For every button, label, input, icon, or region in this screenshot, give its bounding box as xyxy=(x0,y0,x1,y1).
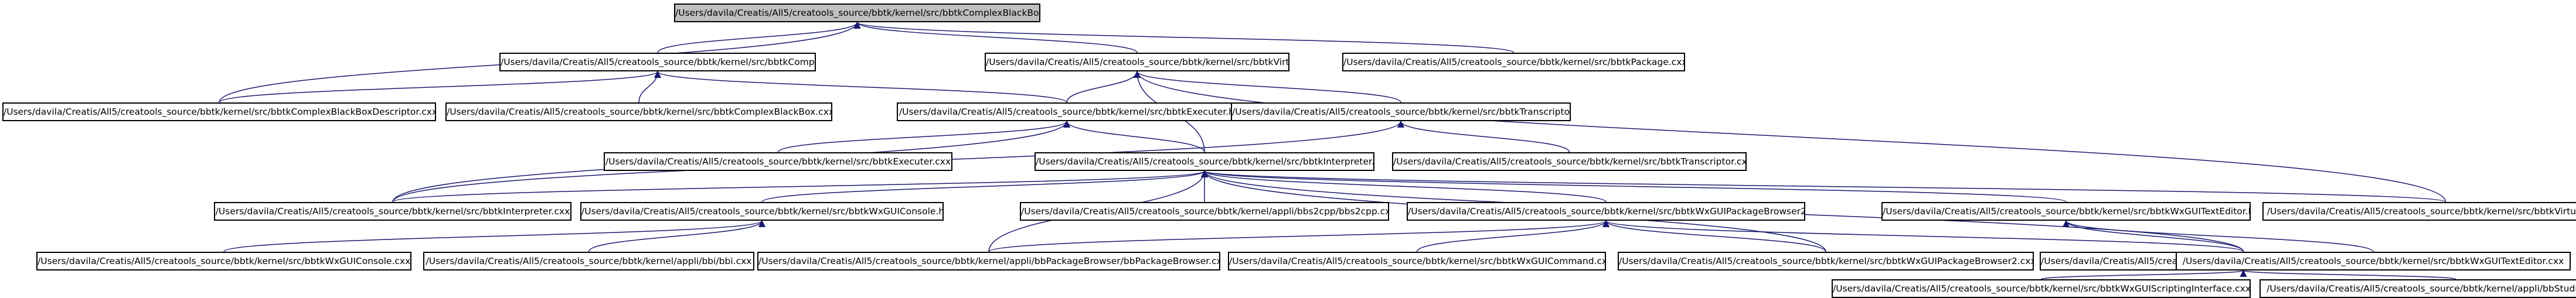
node-bbtkcomplexblackbox-cxx[interactable]: /Users/davila/Creatis/All5/creatools_sou… xyxy=(445,102,832,121)
node-bbtkcomplexblackbox-h[interactable]: /Users/davila/Creatis/All5/creatools_sou… xyxy=(499,53,816,71)
node-bbtkwxguiconsole-h[interactable]: /Users/davila/Creatis/All5/creatools_sou… xyxy=(580,202,944,221)
edge-n_interp_h-to-n_interp_cxx xyxy=(392,170,1208,203)
node-bbtkcomplexblackboxdescriptor-cxx[interactable]: /Users/davila/Creatis/All5/creatools_sou… xyxy=(2,102,436,121)
node-bbtkvirtualexec-cxx[interactable]: /Users/davila/Creatis/All5/creatools_sou… xyxy=(2262,202,2576,221)
node-bbi-cxx[interactable]: /Users/davila/Creatis/All5/creatools_sou… xyxy=(423,252,754,270)
edge-n_vexec_h-to-n_vexec_cxx xyxy=(1134,70,2446,203)
edge-n_pb2_h-to-n_cmd_cxx xyxy=(1416,220,1609,252)
edge-n_console_h-to-n_console_cxx xyxy=(223,220,765,252)
node-bbtkpackage-cxx[interactable]: /Users/davila/Creatis/All5/creatools_sou… xyxy=(1342,53,1685,71)
node-bbtkwxguitexteditor-cxx[interactable]: /Users/davila/Creatis/All5/creatools_sou… xyxy=(2176,252,2571,270)
edge-n_console_h-to-n_bbi xyxy=(588,220,765,252)
edge-n_vexec_h-to-n_trans_h xyxy=(1134,70,1401,103)
edge-n_vexec_h-to-n_exec_h xyxy=(1066,70,1141,103)
edge-n_cbbd_h-to-n_vexec_h xyxy=(853,21,1138,53)
edge-n_pb2_h-to-n_pb2_cxx xyxy=(1602,220,1826,252)
node-bbtkvirtualexec-h[interactable]: /Users/davila/Creatis/All5/creatools_sou… xyxy=(985,53,1289,71)
edge-n_exec_h-to-n_exec_cxx xyxy=(777,120,1070,153)
edge-n_exec_h-to-n_interp_h xyxy=(1063,120,1205,153)
edge-n_interp_h-to-n_pb2_h xyxy=(1201,170,1607,203)
edge-n_cbbd_h-to-n_pkg_cxx xyxy=(853,21,1515,53)
node-bbtkwxguicommand-cxx[interactable]: /Users/davila/Creatis/All5/creatools_sou… xyxy=(1228,252,1606,270)
node-bbtkinterpreter-cxx[interactable]: /Users/davila/Creatis/All5/creatools_sou… xyxy=(214,202,571,221)
edge-n_interp_h-to-n_vexec_cxx xyxy=(1201,170,2446,203)
edge-n_interp_h-to-n_te_h xyxy=(1201,170,2067,203)
node-bbtktranscriptor-h[interactable]: /Users/davila/Creatis/All5/creatools_sou… xyxy=(1231,102,1571,121)
node-bbtkwxguipackagebrowser2-h[interactable]: /Users/davila/Creatis/All5/creatools_sou… xyxy=(1407,202,1805,221)
edge-n_si_h-to-n_bbstudio xyxy=(2240,269,2456,280)
node-bbtkwxguiscriptinginterface-cxx[interactable]: /Users/davila/Creatis/All5/creatools_sou… xyxy=(1832,279,2251,298)
edge-n_pb2_h-to-n_si_h xyxy=(1602,220,2244,252)
node-bbtkexecuter-h[interactable]: /Users/davila/Creatis/All5/creatools_sou… xyxy=(897,102,1237,121)
edge-n_interp_h-to-n_console_h xyxy=(761,170,1208,203)
node-bbtkwxguiconsole-cxx[interactable]: /Users/davila/Creatis/All5/creatools_sou… xyxy=(36,252,411,270)
node-bbpackagebrowser-cxx[interactable]: /Users/davila/Creatis/All5/creatools_sou… xyxy=(757,252,1220,270)
edge-n_cbb_h-to-n_cbbd_cxx xyxy=(219,70,661,103)
node-bbtktranscriptor-cxx[interactable]: /Users/davila/Creatis/All5/creatools_sou… xyxy=(1392,152,1747,171)
node-bbtkexecuter-cxx[interactable]: /Users/davila/Creatis/All5/creatools_sou… xyxy=(604,152,952,171)
edge-n_cbb_h-to-n_exec_h xyxy=(654,70,1067,103)
node-bbtkcomplexblackboxdescriptor-h[interactable]: /Users/davila/Creatis/All5/creatools_sou… xyxy=(674,4,1040,22)
node-bbtkwxguipackagebrowser2-cxx[interactable]: /Users/davila/Creatis/All5/creatools_sou… xyxy=(1618,252,2034,270)
edge-n_pb2_h-to-n_bbpb xyxy=(988,220,1609,252)
edge-n_trans_h-to-n_trans_cxx xyxy=(1397,120,1570,153)
edge-n_te_h-to-n_te_cxx xyxy=(2063,220,2374,252)
node-bbtkwxguitexteditor-h[interactable]: /Users/davila/Creatis/All5/creatools_sou… xyxy=(1881,202,2251,221)
edge-n_te_h-to-n_si_h xyxy=(2063,220,2244,252)
edge-n_si_h-to-n_si_cxx xyxy=(2040,269,2247,280)
node-bbs2cpp-cxx[interactable]: /Users/davila/Creatis/All5/creatools_sou… xyxy=(1020,202,1389,221)
edge-n_cbbd_h-to-n_cbb_h xyxy=(657,21,861,53)
node-bbtkinterpreter-h[interactable]: /Users/davila/Creatis/All5/creatools_sou… xyxy=(1035,152,1374,171)
node-bbstudio-cxx[interactable]: /Users/davila/Creatis/All5/creatools_sou… xyxy=(2259,279,2576,298)
